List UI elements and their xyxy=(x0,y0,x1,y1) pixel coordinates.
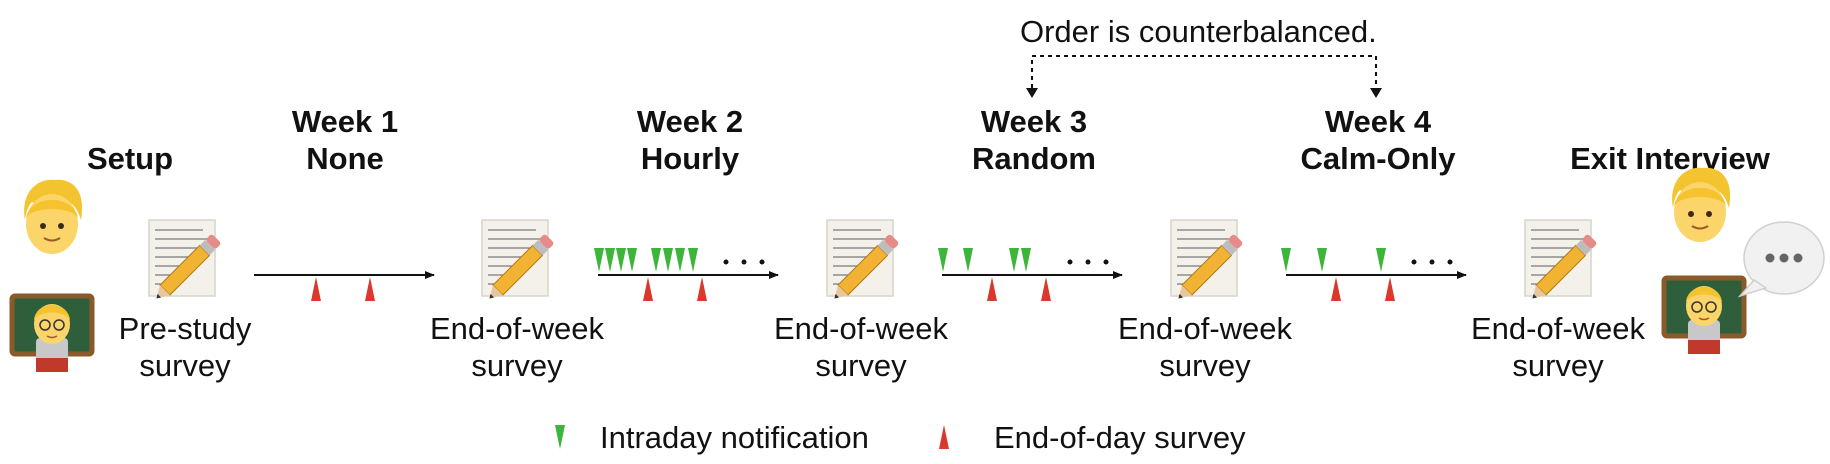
speech-bubble-icon xyxy=(1739,221,1825,297)
label-end-of-week-survey-3: End-of-week survey xyxy=(1117,311,1293,383)
counterbalance-arrow-week3 xyxy=(1026,88,1038,98)
label-end-of-week-survey-4: End-of-week survey xyxy=(1470,311,1646,383)
legend-intraday-label: Intraday notification xyxy=(600,420,869,455)
counterbalance-arrow-week4 xyxy=(1370,88,1382,98)
counterbalance-bracket xyxy=(1031,55,1377,88)
counterbalance-note: Order is counterbalanced. xyxy=(1020,14,1377,49)
end-of-day-surveys xyxy=(311,277,1395,301)
teacher-icon xyxy=(12,296,92,372)
phase-title-week3: Week 3 Random xyxy=(972,104,1096,176)
legend-end-of-day-marker xyxy=(939,425,949,449)
person-icon xyxy=(23,178,84,255)
phase-title-exit: Exit Interview xyxy=(1570,141,1770,176)
legend-end-of-day-label: End-of-day survey xyxy=(994,420,1246,455)
intraday-notifications xyxy=(594,248,1386,272)
notepad-pencil-icon xyxy=(826,219,901,305)
phase-title-week2: Week 2 Hourly xyxy=(636,104,744,176)
notepad-pencil-icon xyxy=(148,219,223,305)
notepad-pencil-icon xyxy=(1170,219,1245,305)
label-end-of-week-survey-1: End-of-week survey xyxy=(429,311,605,383)
notepad-pencil-icon xyxy=(1524,219,1599,305)
continuation-dots xyxy=(723,259,1453,265)
phase-title-week1: Week 1 None xyxy=(291,104,399,176)
notepad-pencil-icon xyxy=(481,219,556,305)
label-end-of-week-survey-2: End-of-week survey xyxy=(773,311,949,383)
phase-title-setup: Setup xyxy=(86,141,174,176)
legend-intraday-marker xyxy=(555,425,565,449)
person-icon xyxy=(1671,166,1732,243)
label-pre-study-survey: Pre-study survey xyxy=(118,311,252,383)
phase-title-week4: Week 4 Calm-Only xyxy=(1300,104,1456,176)
teacher-icon xyxy=(1664,278,1744,354)
